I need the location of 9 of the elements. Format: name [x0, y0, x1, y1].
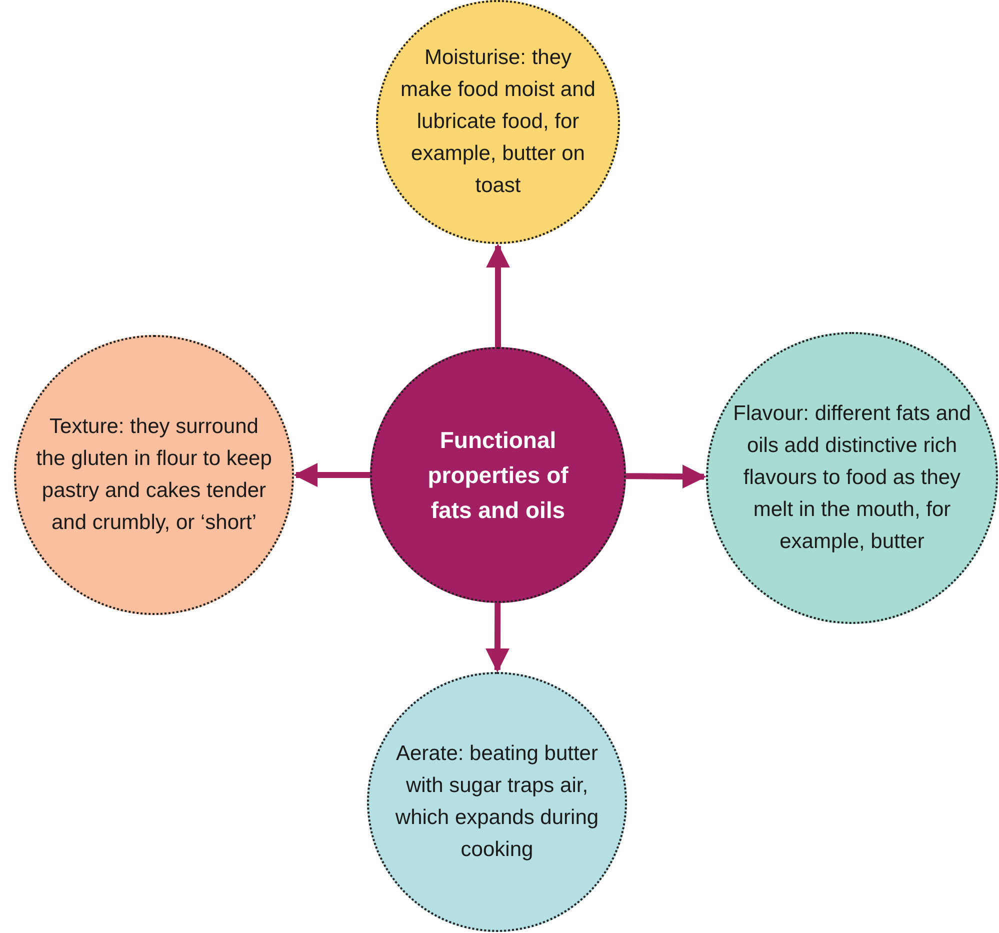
- arrow: [626, 464, 706, 489]
- topic-text: Texture: they surround the gluten in flour to keep pastry and cakes tender and crumbly, or ‘short’: [35, 414, 273, 536]
- arrow: [486, 244, 510, 347]
- topic-text: Flavour: different fats and oils add distinctive rich flavours to food as they melt in the mouth, for example, butter: [732, 401, 972, 555]
- topic-text: Moisturise: they make food moist and lubricate food, for example, butter on toast: [400, 45, 596, 199]
- arrow: [294, 463, 370, 487]
- arrow: [485, 602, 510, 672]
- central-label: Functional properties of fats and oils: [426, 426, 570, 524]
- topic-text: Aerate: beating butter with sugar traps air, which expands during cooking: [394, 741, 600, 863]
